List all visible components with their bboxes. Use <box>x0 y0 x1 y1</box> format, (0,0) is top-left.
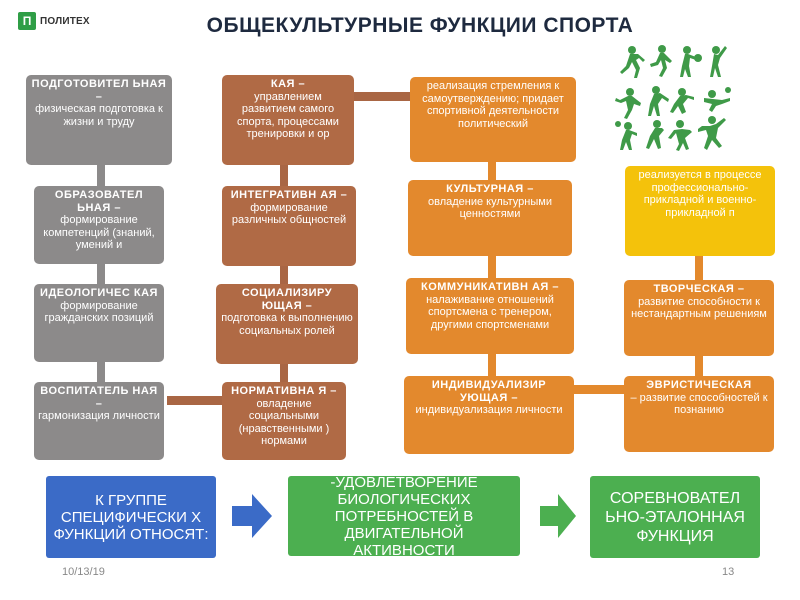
function-box-head: ТВОРЧЕСКАЯ – <box>653 283 745 295</box>
function-box-head: КАЯ – <box>270 78 306 90</box>
function-box-body: физическая подготовка к жизни и труду <box>35 103 163 128</box>
function-box-body: овладение культурными ценностями <box>427 195 552 221</box>
function-box-ideological: ИДЕОЛОГИЧЕС КАЯ формирование гражданских… <box>34 284 164 362</box>
biological-needs-box: -УДОВЛЕТВОРЕНИЕ БИОЛОГИЧЕСКИХ ПОТРЕБНОСТ… <box>288 473 520 559</box>
function-box-body: гармонизация личности <box>38 410 160 422</box>
function-box-head: КОММУНИКАТИВН АЯ – <box>421 281 559 293</box>
connector <box>572 385 626 394</box>
function-box-preparatory: ПОДГОТОВИТЕЛ ЬНАЯ – физическая подготовк… <box>26 75 172 165</box>
function-box-body: формирование различных общностей <box>231 201 347 227</box>
specific-functions-box: К ГРУППЕ СПЕЦИФИЧЕСКИ Х ФУНКЦИЙ ОТНОСЯТ: <box>46 476 216 558</box>
function-box-body: индивидуализация личности <box>415 404 563 416</box>
function-box-body: подготовка к выполнению социальных ролей <box>221 312 353 337</box>
connector <box>488 256 496 280</box>
slide-number: 13 <box>722 566 735 578</box>
connector <box>280 162 288 186</box>
competitive-function-label: СОРЕВНОВАТЕЛ ЬНО-ЭТАЛОННАЯ ФУНКЦИЯ <box>605 489 745 545</box>
arrow-right-icon <box>232 494 272 538</box>
connector <box>488 160 496 182</box>
connector <box>488 354 496 376</box>
function-box-socializing: СОЦИАЛИЗИРУ ЮЩАЯ – подготовка к выполнен… <box>216 284 358 364</box>
connector <box>280 264 288 286</box>
connector <box>97 262 105 286</box>
function-box-communicative: КОММУНИКАТИВН АЯ – налаживание отношений… <box>406 278 574 354</box>
connector <box>280 362 288 384</box>
function-box-body: реализуется в процессе профессионально-п… <box>638 169 762 219</box>
function-box-applied: реализуется в процессе профессионально-п… <box>625 166 775 256</box>
biological-needs-label: -УДОВЛЕТВОРЕНИЕ БИОЛОГИЧЕСКИХ ПОТРЕБНОСТ… <box>330 473 478 559</box>
connector <box>97 360 105 384</box>
function-box-head: ИНДИВИДУАЛИЗИР УЮЩАЯ – <box>431 379 547 404</box>
function-box-educational: ОБРАЗОВАТЕЛ ЬНАЯ – формирование компетен… <box>34 186 164 264</box>
function-box-body: развитие способности к нестандартным реш… <box>631 295 767 321</box>
function-box-head: ЭВРИСТИЧЕСКАЯ <box>646 379 752 391</box>
function-box-body: налаживание отношений спортсмена с трене… <box>426 293 554 331</box>
function-box-head: ИДЕОЛОГИЧЕС КАЯ <box>40 287 158 299</box>
function-box-normative: НОРМАТИВНА Я – овладение социальными (нр… <box>222 382 346 460</box>
function-box-head: ВОСПИТАТЕЛЬ НАЯ – <box>40 385 158 410</box>
function-box-upbringing: ВОСПИТАТЕЛЬ НАЯ – гармонизация личности <box>34 382 164 460</box>
connector <box>695 254 703 282</box>
function-box-integrative: ИНТЕГРАТИВН АЯ – формирование различных … <box>222 186 356 266</box>
function-box-body: управлением развитием самого спорта, про… <box>237 90 339 141</box>
connector <box>352 92 412 101</box>
function-box-head: ИНТЕГРАТИВН АЯ – <box>230 189 348 201</box>
function-box-body: формирование компетенций (знаний, умений… <box>43 214 155 251</box>
function-box-head: КУЛЬТУРНАЯ – <box>446 183 534 195</box>
function-box-head: НОРМАТИВНА Я – <box>231 385 337 397</box>
function-box-political: реализация стремления к самоутверждению;… <box>410 77 576 162</box>
page-title: ОБЩЕКУЛЬТУРНЫЕ ФУНКЦИИ СПОРТА <box>206 14 634 37</box>
function-box-head: ОБРАЗОВАТЕЛ ЬНАЯ – <box>54 189 144 214</box>
function-box-cultural: КУЛЬТУРНАЯ – овладение культурными ценно… <box>408 180 572 256</box>
function-box-body: – развитие способностей к познанию <box>630 391 768 417</box>
function-box-body: овладение социальными (нравственными ) н… <box>238 397 330 448</box>
function-box-individualizing: ИНДИВИДУАЛИЗИР УЮЩАЯ – индивидуализация … <box>404 376 574 454</box>
function-box-creative: ТВОРЧЕСКАЯ – развитие способности к нест… <box>624 280 774 356</box>
function-box-heuristic: ЭВРИСТИЧЕСКАЯ – развитие способностей к … <box>624 376 774 452</box>
specific-functions-label: К ГРУППЕ СПЕЦИФИЧЕСКИ Х ФУНКЦИЙ ОТНОСЯТ: <box>53 491 209 543</box>
slide-date: 10/13/19 <box>62 566 105 578</box>
function-box-head: ПОДГОТОВИТЕЛ ЬНАЯ – <box>31 78 167 103</box>
function-box-body: реализация стремления к самоутверждению;… <box>422 80 564 130</box>
sports-silhouettes-icon <box>615 45 731 151</box>
competitive-function-box: СОРЕВНОВАТЕЛ ЬНО-ЭТАЛОННАЯ ФУНКЦИЯ <box>590 476 760 558</box>
arrow-right-icon <box>540 494 576 538</box>
connector <box>695 354 703 376</box>
connector <box>97 162 105 190</box>
function-box-managerial: КАЯ – управлением развитием самого спорт… <box>222 75 354 165</box>
logo-mark-icon: П <box>18 12 36 30</box>
function-box-head: СОЦИАЛИЗИРУ ЮЩАЯ – <box>241 287 333 312</box>
function-box-body: формирование гражданских позиций <box>44 299 154 325</box>
logo-text: ПОЛИТЕХ <box>40 15 90 27</box>
connector <box>167 396 225 405</box>
logo: П ПОЛИТЕХ <box>18 12 90 30</box>
